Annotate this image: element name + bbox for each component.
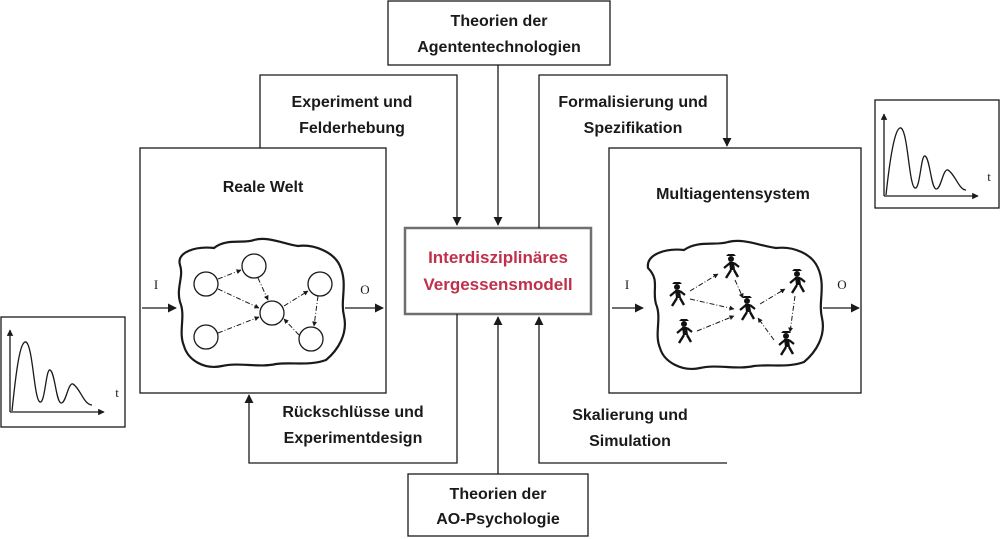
right-graph-curve — [885, 127, 967, 196]
right-graph: t — [874, 99, 1000, 209]
bottom-box: Theorien der AO-Psychologie — [407, 473, 589, 537]
right-output-label: O — [837, 277, 846, 292]
center-box: Interdisziplinäres Vergessensmodell — [403, 226, 593, 316]
node-f — [298, 326, 324, 352]
left-graph: t — [0, 316, 126, 428]
node-e — [307, 271, 333, 297]
connectors — [244, 65, 732, 474]
left-panel-title: Reale Welt — [223, 179, 304, 196]
label-experiment-line2: Felderhebung — [299, 120, 405, 137]
right-graph-axis-label: t — [987, 169, 991, 184]
node-d — [259, 300, 285, 326]
node-c — [193, 324, 219, 350]
label-rueckschluesse-line1: Rückschlüsse und — [282, 404, 423, 421]
center-box-line2: Vergessensmodell — [423, 275, 572, 294]
right-panel: Multiagentensystem I O — [608, 147, 862, 394]
label-formalisierung-line1: Formalisierung und — [558, 94, 707, 111]
arrow-experiment — [259, 74, 462, 226]
top-box-line2: Agententechnologien — [417, 39, 581, 56]
arrow-formalisierung — [538, 74, 732, 228]
bottom-box-line2: AO-Psychologie — [436, 511, 560, 528]
label-experiment-line1: Experiment und — [292, 94, 413, 111]
label-rueckschluesse-line2: Experimentdesign — [284, 430, 423, 447]
node-b — [241, 253, 267, 279]
node-a — [193, 271, 219, 297]
left-output-label: O — [360, 282, 369, 297]
left-input-label: I — [154, 277, 158, 292]
label-skalierung-line2: Simulation — [589, 433, 671, 450]
top-box: Theorien der Agententechnologien — [387, 0, 611, 66]
left-graph-curve — [11, 341, 93, 412]
top-box-line1: Theorien der — [451, 13, 548, 30]
arrow-rueckschluesse — [244, 314, 458, 464]
center-box-line1: Interdisziplinäres — [428, 248, 568, 267]
left-graph-axis-label: t — [115, 385, 119, 400]
left-panel: Reale Welt I O — [139, 147, 387, 394]
label-formalisierung-line2: Spezifikation — [584, 120, 683, 137]
right-blob — [646, 239, 824, 370]
flow-labels: Experiment und Felderhebung Formalisieru… — [282, 94, 707, 450]
bottom-box-line1: Theorien der — [450, 486, 547, 503]
right-panel-title: Multiagentensystem — [656, 186, 810, 203]
label-skalierung-line1: Skalierung und — [572, 407, 688, 424]
right-input-label: I — [625, 277, 629, 292]
arrow-skalierung — [534, 316, 727, 464]
